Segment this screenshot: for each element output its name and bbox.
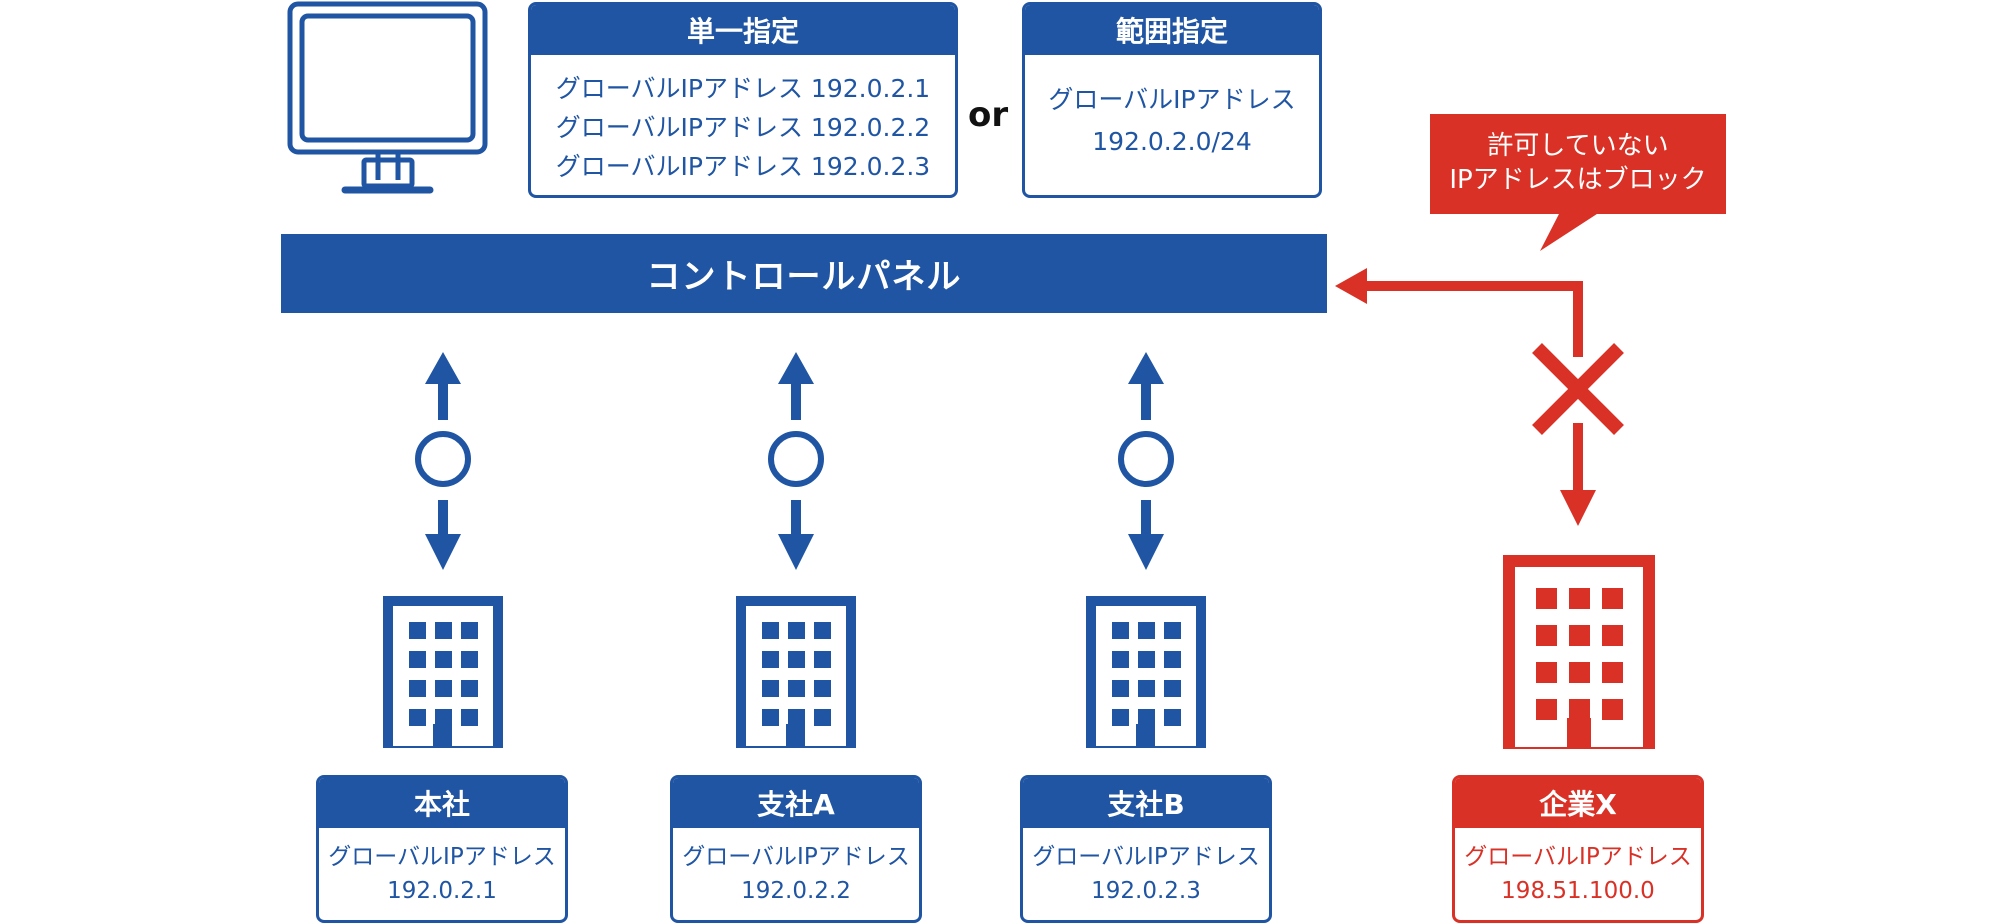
building-icon <box>736 596 856 748</box>
arrow-up-icon <box>425 352 461 384</box>
circle-icon <box>768 431 824 487</box>
circle-icon <box>415 431 471 487</box>
office-ip-label: グローバルIPアドレス <box>1464 844 1692 870</box>
arrow-down-icon <box>1560 490 1596 526</box>
connection-blocked <box>1335 212 1624 526</box>
connection-shisha-b <box>1118 352 1174 570</box>
building-icon <box>383 596 503 748</box>
block-callout: 許可していない IPアドレスはブロック <box>1430 114 1726 214</box>
circle-icon <box>1118 431 1174 487</box>
range-spec-label: グローバルIPアドレス <box>1048 85 1296 114</box>
office-name: 企業X <box>1455 778 1701 828</box>
range-spec-box: 範囲指定 グローバルIPアドレス 192.0.2.0/24 <box>1022 2 1322 198</box>
single-spec-line: グローバルIPアドレス 192.0.2.2 <box>555 113 931 142</box>
range-spec-text: グローバルIPアドレス 192.0.2.0/24 <box>1025 55 1319 163</box>
or-label: or <box>968 95 1009 135</box>
office-ip: 192.0.2.3 <box>1091 878 1201 904</box>
callout-line-1: 許可していない <box>1487 131 1669 162</box>
range-spec-title: 範囲指定 <box>1025 5 1319 55</box>
office-box-shisha-a: 支社A グローバルIPアドレス 192.0.2.2 <box>670 775 922 923</box>
arrow-left-icon <box>1335 268 1367 304</box>
office-box-shisha-b: 支社B グローバルIPアドレス 192.0.2.3 <box>1020 775 1272 923</box>
range-spec-ip: 192.0.2.0/24 <box>1092 127 1252 156</box>
arrow-down-icon <box>425 534 461 570</box>
office-ip-label: グローバルIPアドレス <box>328 844 556 870</box>
connection-shisha-a <box>768 352 824 570</box>
connection-honsha <box>415 352 471 570</box>
office-name: 本社 <box>319 778 565 828</box>
office-ip: 192.0.2.1 <box>387 878 497 904</box>
arrow-down-icon <box>1128 534 1164 570</box>
arrow-down-icon <box>778 534 814 570</box>
office-ip-label: グローバルIPアドレス <box>682 844 910 870</box>
single-spec-box: 単一指定 グローバルIPアドレス 192.0.2.1 グローバルIPアドレス 1… <box>528 2 958 198</box>
office-name: 支社B <box>1023 778 1269 828</box>
office-box-honsha: 本社 グローバルIPアドレス 192.0.2.1 <box>316 775 568 923</box>
office-ip: 198.51.100.0 <box>1501 878 1655 904</box>
office-ip-label: グローバルIPアドレス <box>1032 844 1260 870</box>
building-icon <box>1503 555 1655 749</box>
office-name: 支社A <box>673 778 919 828</box>
office-box-company-x: 企業X グローバルIPアドレス 198.51.100.0 <box>1452 775 1704 923</box>
single-spec-list: グローバルIPアドレス 192.0.2.1 グローバルIPアドレス 192.0.… <box>531 55 955 186</box>
single-spec-line: グローバルIPアドレス 192.0.2.3 <box>555 152 931 181</box>
control-panel-bar: コントロールパネル <box>281 234 1327 313</box>
arrow-up-icon <box>778 352 814 384</box>
building-icon <box>1086 596 1206 748</box>
arrow-up-icon <box>1128 352 1164 384</box>
monitor-icon <box>287 1 488 194</box>
single-spec-line: グローバルIPアドレス 192.0.2.1 <box>555 74 931 103</box>
single-spec-title: 単一指定 <box>531 5 955 55</box>
cross-icon <box>1532 343 1624 435</box>
callout-line-2: IPアドレスはブロック <box>1449 165 1707 195</box>
office-ip: 192.0.2.2 <box>741 878 851 904</box>
